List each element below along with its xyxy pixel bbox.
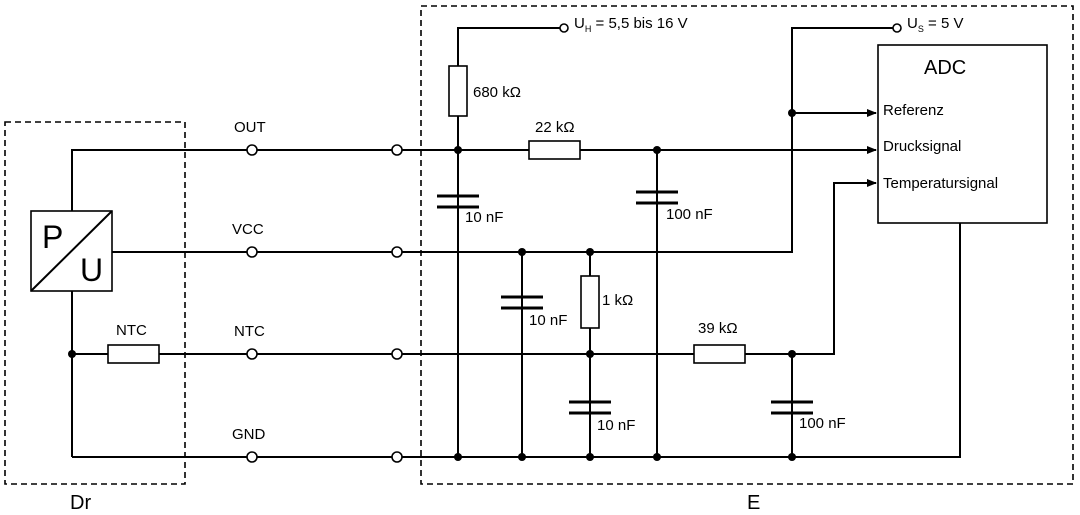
vcc-net xyxy=(397,27,893,253)
resistor-680k-label: 680 kΩ xyxy=(473,84,521,101)
cap-vcc-10nf-label: 10 nF xyxy=(529,312,567,329)
resistor-1k-label: 1 kΩ xyxy=(602,292,633,309)
cap-out-100nf-label: 100 nF xyxy=(666,206,713,223)
uh-terminal xyxy=(559,23,569,33)
gnd-net xyxy=(397,223,961,458)
resistor-1k xyxy=(580,275,600,329)
us-terminal xyxy=(892,23,902,33)
uh-label: UH = 5,5 bis 16 V xyxy=(574,15,688,34)
sensor-junction xyxy=(68,350,76,358)
resistor-22k xyxy=(528,140,581,160)
adc-block xyxy=(877,44,1048,224)
adc-input-temperatursignal: Temperatursignal xyxy=(883,175,998,192)
resistor-39k xyxy=(693,344,746,364)
electronics-block-label: E xyxy=(747,492,760,514)
transducer-p-label: P xyxy=(42,219,63,255)
us-label: US = 5 V xyxy=(907,15,963,34)
connector-terminals xyxy=(246,144,403,463)
cap-out-10nf-label: 10 nF xyxy=(465,209,503,226)
ntc-thermistor xyxy=(107,344,160,364)
line-label-vcc: VCC xyxy=(232,221,264,238)
sensor-block-border xyxy=(4,121,186,485)
adc-title: ADC xyxy=(924,57,966,79)
line-label-ntc: NTC xyxy=(234,323,265,340)
line-label-out: OUT xyxy=(234,119,266,136)
sensor-block-label: Dr xyxy=(70,492,91,514)
junction-dots xyxy=(454,109,796,461)
temperatursignal-wire xyxy=(745,179,877,355)
line-label-gnd: GND xyxy=(232,426,266,443)
electronics-block-border xyxy=(420,5,1074,485)
adc-input-drucksignal: Drucksignal xyxy=(883,138,961,155)
resistor-22k-label: 22 kΩ xyxy=(535,119,575,136)
ntc-thermistor-label: NTC xyxy=(116,322,147,339)
resistor-680k xyxy=(448,65,468,117)
transducer-u-label: U xyxy=(80,252,103,288)
resistor-39k-label: 39 kΩ xyxy=(698,320,738,337)
pressure-transducer-symbol: P U xyxy=(30,210,113,292)
cap-ntc-10nf-label: 10 nF xyxy=(597,417,635,434)
cap-ntc-100nf-label: 100 nF xyxy=(799,415,846,432)
sensor-out-wire xyxy=(71,149,252,211)
adc-input-referenz: Referenz xyxy=(883,102,944,119)
